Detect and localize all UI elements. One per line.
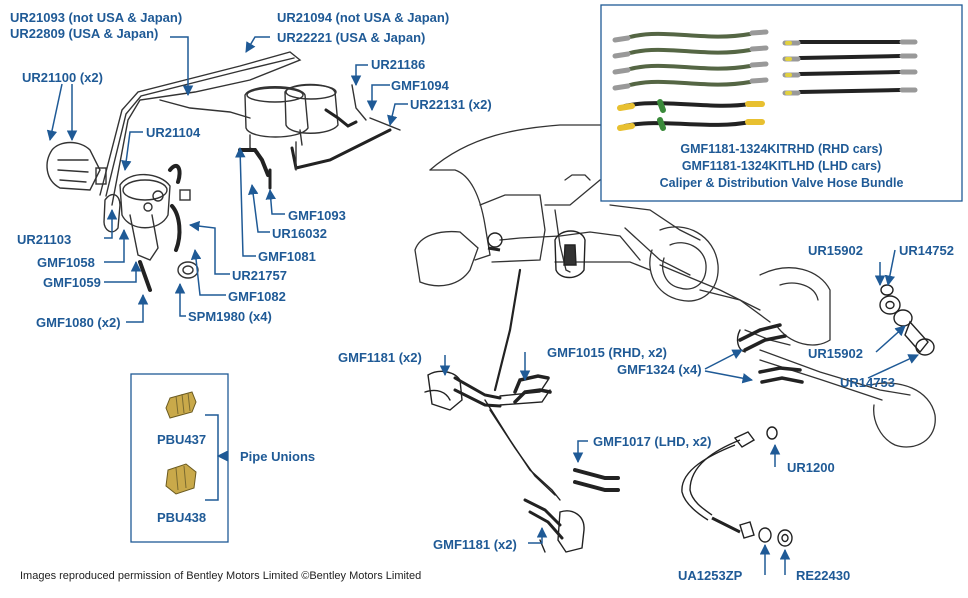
label-gmf1081: GMF1081 <box>258 249 316 264</box>
master-cylinder-on-car <box>487 230 586 279</box>
label-ur21103: UR21103 <box>17 232 72 247</box>
label-gmf1080: GMF1080 (x2) <box>36 315 121 330</box>
hose-pair-bottom <box>523 498 585 553</box>
label-spm1980: SPM1980 (x4) <box>188 309 272 324</box>
image-credit: Images reproduced permission of Bentley … <box>20 570 422 582</box>
label-ur14753: UR14753 <box>840 375 895 390</box>
label-gmf1181-top: GMF1181 (x2) <box>338 350 422 365</box>
kit-line-lhd: GMF1181-1324KITLHD (LHD cars) <box>681 159 882 173</box>
label-gmf1082: GMF1082 <box>228 289 286 304</box>
label-gmf1093: GMF1093 <box>288 208 346 223</box>
label-pipe-unions: Pipe Unions <box>240 449 316 464</box>
label-ur15902-top: UR15902 <box>808 243 863 258</box>
hose-kit-illustration <box>612 29 918 131</box>
label-ur21100: UR21100 (x2) <box>22 70 103 85</box>
label-ur16032: UR16032 <box>272 226 327 241</box>
label-gmf1059: GMF1059 <box>43 275 101 290</box>
label-ur21093: UR21093 (not USA & Japan) <box>10 10 183 25</box>
bolts-and-washers-top-right <box>879 284 935 356</box>
label-gmf1017: GMF1017 (LHD, x2) <box>593 434 712 449</box>
kit-line-description: Caliper & Distribution Valve Hose Bundle <box>659 176 904 190</box>
brake-pipe-assembly <box>46 51 401 292</box>
label-ur21757: UR21757 <box>232 268 287 283</box>
label-ur21104: UR21104 <box>146 125 201 140</box>
label-ur15902-bottom: UR15902 <box>808 346 863 361</box>
label-gmf1058: GMF1058 <box>37 255 95 270</box>
pipe-unions-box <box>130 373 229 543</box>
label-ua1253zp: UA1253ZP <box>678 568 743 583</box>
long-hose-bottom-right <box>681 426 793 547</box>
label-ur22131: UR22131 (x2) <box>410 97 492 112</box>
callout-arrows <box>46 36 919 575</box>
hose-pair-top-left <box>424 370 620 501</box>
kit-line-rhd: GMF1181-1324KITRHD (RHD cars) <box>680 142 883 156</box>
label-pbu437: PBU437 <box>157 432 207 447</box>
pipe-unions-bracket <box>205 414 219 501</box>
label-gmf1094: GMF1094 <box>391 78 449 93</box>
label-gmf1015: GMF1015 (RHD, x2) <box>547 345 667 360</box>
label-ur1200: UR1200 <box>787 460 835 475</box>
label-ur14752: UR14752 <box>899 243 954 258</box>
kit-caption: GMF1181-1324KITRHD (RHD cars) GMF1181-13… <box>601 141 962 192</box>
label-ur22809: UR22809 (USA & Japan) <box>10 26 159 41</box>
label-pbu438: PBU438 <box>157 510 207 525</box>
hose-cluster-right <box>736 323 804 384</box>
label-ur21186: UR21186 <box>371 57 426 72</box>
label-gmf1324: GMF1324 (x4) <box>617 362 702 377</box>
label-ur22221: UR22221 (USA & Japan) <box>277 30 426 45</box>
label-gmf1181-bottom: GMF1181 (x2) <box>433 537 517 552</box>
label-ur21094: UR21094 (not USA & Japan) <box>277 10 450 25</box>
pipe-union-illustrations <box>165 391 197 495</box>
label-re22430: RE22430 <box>796 568 851 583</box>
